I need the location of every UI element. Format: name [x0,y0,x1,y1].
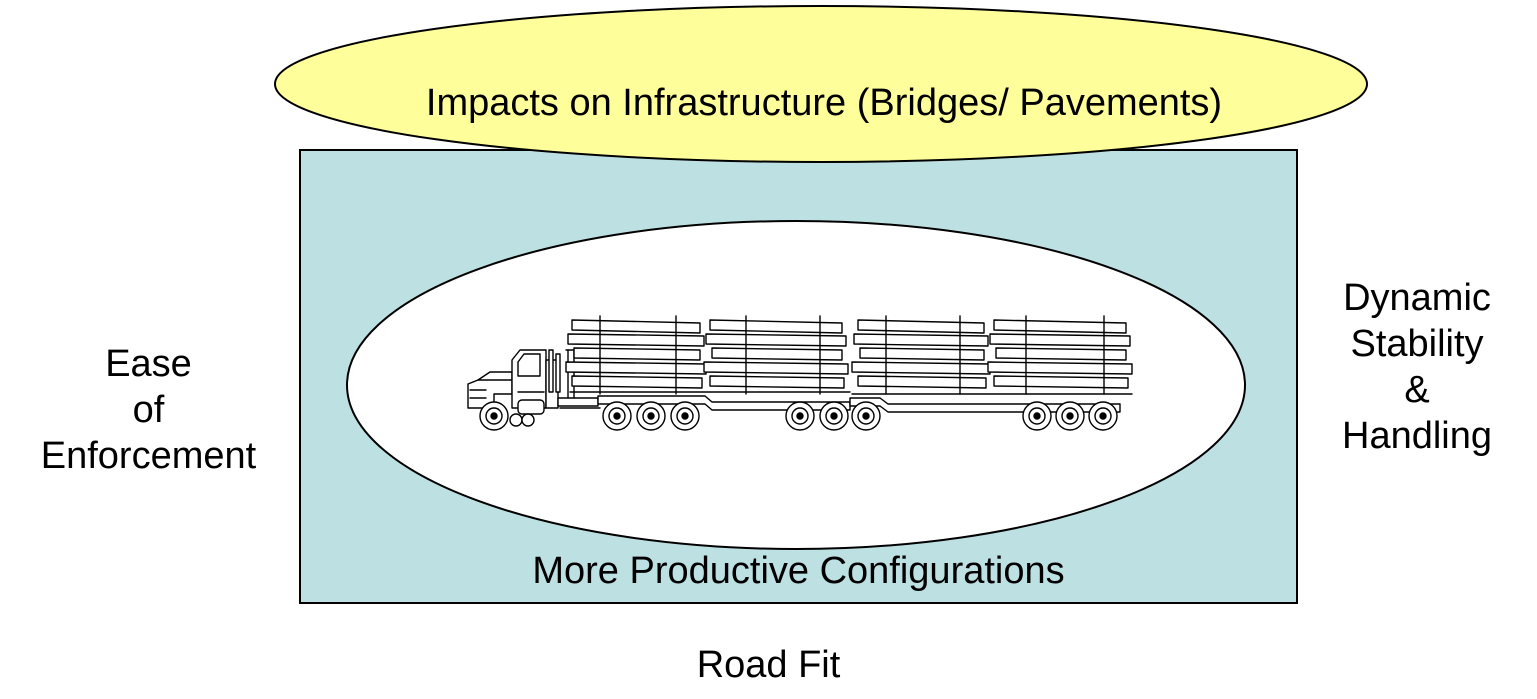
infrastructure-label: Impacts on Infrastructure (Bridges/ Pave… [425,82,1223,124]
log-truck-icon [467,315,1133,431]
stability-label-line: Dynamic [1343,277,1491,319]
wheels [479,401,1118,431]
productive-configurations-label: More Productive Configurations [532,550,1065,592]
log-bundle-3 [851,315,991,395]
enforcement-label: Ease of Enforcement [0,341,297,479]
stability-handling-label: Dynamic Stability & Handling [1297,275,1537,459]
log-bundle-4 [987,315,1133,395]
trailer-frames [569,391,1133,413]
log-bundle-1 [565,315,707,395]
enforcement-label-line: Ease [105,343,192,385]
tractor-cab [467,349,601,415]
stability-label-line: Handling [1342,415,1492,457]
infrastructure-ellipse [274,5,1368,163]
road-fit-label: Road Fit [696,644,841,686]
stability-label-line: & [1404,369,1430,411]
log-bundle-2 [703,315,849,395]
enforcement-label-line: Enforcement [40,435,257,477]
enforcement-label-line: of [132,389,165,431]
stability-label-line: Stability [1350,323,1484,365]
